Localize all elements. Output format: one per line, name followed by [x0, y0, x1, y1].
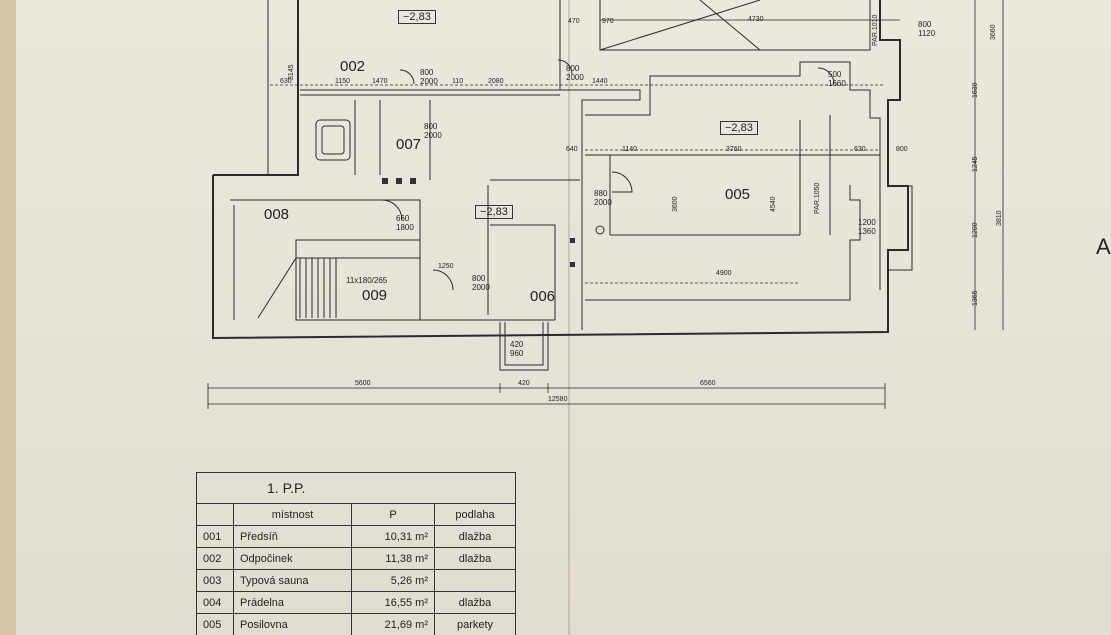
dimension: 1200	[972, 222, 979, 238]
dimension: 3145	[288, 64, 295, 80]
dimension: 970	[602, 18, 614, 25]
door-tag: 800 2000	[472, 274, 490, 292]
dimension: 1250	[438, 263, 454, 270]
room-id: 004	[196, 591, 234, 614]
table-row: 002 Odpočinek 11,38 m² dlažba	[196, 547, 516, 570]
room-floor: dlažba	[434, 591, 516, 614]
room-name: Posilovna	[233, 613, 352, 635]
room-id: 005	[196, 613, 234, 635]
header-room: místnost	[233, 503, 352, 526]
table-row: 003 Typová sauna 5,26 m²	[196, 569, 516, 592]
dimension: 12580	[548, 396, 568, 403]
dimension: 5600	[355, 380, 371, 387]
par-label: PAR.1050	[814, 182, 821, 214]
dimension: 470	[568, 18, 580, 25]
dimension: 1440	[592, 78, 608, 85]
dimension: 420	[518, 380, 530, 387]
room-label-005: 005	[725, 186, 751, 203]
dimension: 800	[896, 146, 908, 153]
room-floor	[434, 569, 516, 592]
level-marker: −2,83	[475, 205, 513, 219]
dimension: 1365	[972, 290, 979, 306]
dimension: 3660	[990, 24, 997, 40]
dimension: 630	[854, 146, 866, 153]
dimension: 4730	[748, 16, 764, 23]
door-tag: 800 2000	[420, 68, 438, 86]
paper-fold	[568, 0, 570, 635]
room-name: Předsíň	[233, 525, 352, 548]
rooms-table: 1. P.P. místnost P podlaha 001 Předsíň 1…	[196, 472, 516, 635]
header-area: P	[351, 503, 435, 526]
room-area: 5,26 m²	[351, 569, 435, 592]
door-tag: 420 960	[510, 340, 524, 358]
par-label: PAR.1010	[872, 14, 879, 46]
table-header-row: místnost P podlaha	[196, 503, 516, 526]
room-id: 002	[196, 547, 234, 570]
dimension: 4900	[716, 270, 732, 277]
dimension: 6560	[700, 380, 716, 387]
room-area: 10,31 m²	[351, 525, 435, 548]
dimension: 4540	[770, 196, 777, 212]
table-title: 1. P.P.	[196, 472, 516, 504]
level-marker: −2,83	[398, 10, 436, 24]
room-label-002: 002	[340, 58, 366, 75]
level-marker: −2,83	[720, 121, 758, 135]
dimension: 2080	[488, 78, 504, 85]
room-floor: parkety	[434, 613, 516, 635]
room-area: 11,38 m²	[351, 547, 435, 570]
dimension: 1150	[335, 78, 351, 85]
dimension: 3600	[672, 196, 679, 212]
door-tag: 800 2000	[424, 122, 442, 140]
stairs-label: 11x180/265	[346, 276, 388, 285]
room-id: 001	[196, 525, 234, 548]
room-name: Prádelna	[233, 591, 352, 614]
door-tag: 800 1120	[918, 20, 936, 38]
dimension: 3810	[996, 210, 1003, 226]
table-row: 005 Posilovna 21,69 m² parkety	[196, 613, 516, 635]
room-name: Odpočinek	[233, 547, 352, 570]
dimension: 1630	[972, 82, 979, 98]
room-label-009: 009	[362, 287, 388, 304]
table-row: 004 Prádelna 16,55 m² dlažba	[196, 591, 516, 614]
door-tag: 880 2000	[594, 189, 612, 207]
room-label-008: 008	[264, 206, 290, 223]
room-area: 21,69 m²	[351, 613, 435, 635]
door-tag: 800 2000	[566, 64, 584, 82]
dimension: 1245	[972, 156, 979, 172]
door-tag: 1200 1360	[858, 218, 876, 236]
dimension: 3760	[726, 146, 742, 153]
dimension: 1140	[622, 146, 638, 153]
section-letter: A	[1096, 234, 1111, 259]
room-floor: dlažba	[434, 525, 516, 548]
room-id: 003	[196, 569, 234, 592]
door-tag: 500 1660	[828, 70, 846, 88]
door-tag: 660 1800	[396, 214, 414, 232]
room-floor: dlažba	[434, 547, 516, 570]
room-label-007: 007	[396, 136, 422, 153]
dimension: 110	[452, 78, 464, 85]
dimension: 1470	[372, 78, 388, 85]
room-area: 16,55 m²	[351, 591, 435, 614]
room-label-006: 006	[530, 288, 556, 305]
table-row: 001 Předsíň 10,31 m² dlažba	[196, 525, 516, 548]
dimension: 640	[566, 146, 578, 153]
header-floor: podlaha	[434, 503, 516, 526]
dimension: 630	[280, 78, 292, 85]
room-name: Typová sauna	[233, 569, 352, 592]
